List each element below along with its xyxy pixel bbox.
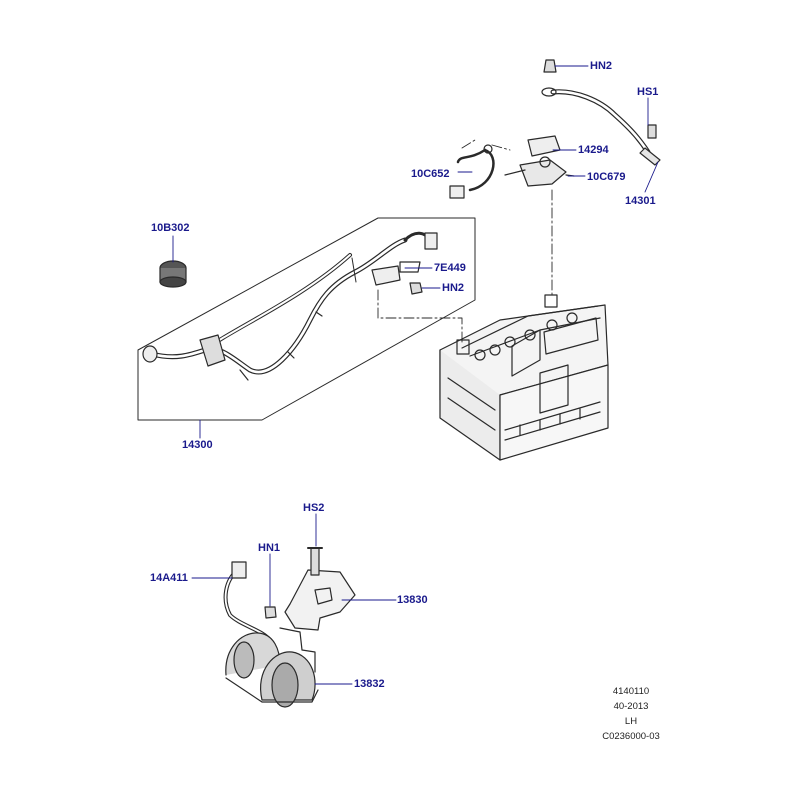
callout-14301: 14301 [625,195,656,207]
callout-hs2: HS2 [303,502,325,514]
callout-14294: 14294 [578,144,609,156]
callout-hn2-mid: HN2 [442,282,465,294]
sensor-lead-10c652 [449,144,495,199]
callout-14a411: 14A411 [150,572,188,584]
callout-10b302: 10B302 [151,222,190,234]
nut-hn2-mid [409,282,423,295]
callout-leaders [172,65,659,685]
battery-illustration [439,294,609,461]
horn-assembly [223,547,356,708]
callout-hn2-top: HN2 [590,60,613,72]
drawing-side-code: LH [624,716,638,727]
harness-14300 [142,231,438,381]
callout-14300: 14300 [182,439,213,451]
cap-10b302 [159,260,187,288]
battery-cable-14301 [541,59,661,166]
callout-10c679: 10C679 [587,171,626,183]
drawing-date-code: 40-2013 [613,701,649,712]
callout-hs1: HS1 [637,86,659,98]
harness-14300-boundary [137,217,476,421]
callout-10c652: 10C652 [411,168,450,180]
battery-terminal-clamp [504,135,575,187]
callout-7e449: 7E449 [434,262,466,274]
callout-13832: 13832 [354,678,385,690]
assembly-leader-lines [377,139,553,346]
drawing-reference-number: 4140110 [612,686,650,697]
callout-13830: 13830 [397,594,428,606]
callout-hn1: HN1 [258,542,281,554]
drawing-catalog-code: C0236000-03 [602,731,660,742]
